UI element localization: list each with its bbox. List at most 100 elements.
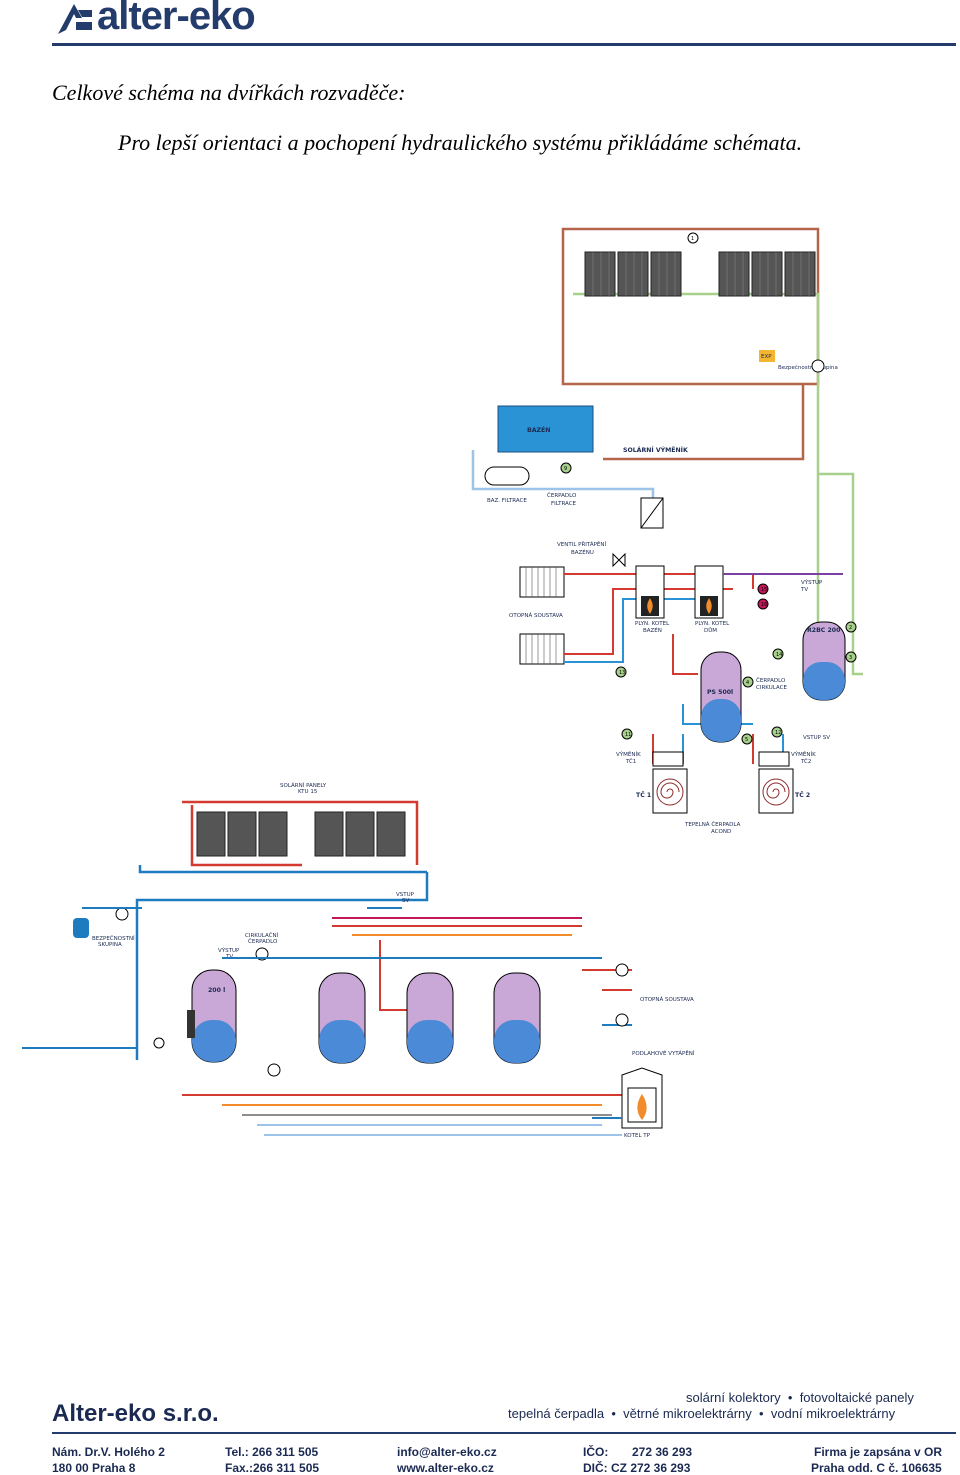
- hx-tc2-label-2: TČ2: [800, 758, 811, 765]
- tagline-item: tepelná čerpadla: [508, 1406, 605, 1421]
- gas-boiler-house-label-2: DŮM: [704, 627, 717, 634]
- solid-fuel-boiler-icon: [621, 1067, 663, 1129]
- component-number: 14: [776, 652, 782, 658]
- footer-divider: [52, 1432, 956, 1434]
- circ-pump-label-1: ČERPADLO: [756, 677, 786, 684]
- filtration-label: BAZ. FILTRACE: [487, 498, 527, 504]
- component-number: 15: [761, 587, 767, 593]
- sensor-icon: [615, 666, 627, 678]
- r2bc-label: R2BC 200: [807, 627, 841, 634]
- pool-valve-label-1: VENTIL PŘITÁPĚNÍ: [557, 540, 607, 548]
- gas-boiler-pool-label-1: PLYN. KOTEL: [635, 621, 670, 627]
- component-number: 12: [775, 730, 781, 736]
- component-number: 16: [761, 602, 767, 608]
- footer-address-2: 180 00 Praha 8: [52, 1461, 136, 1475]
- tank-buffer-1-icon: [318, 972, 366, 1064]
- tagline-item: větrné mikroelektrárny: [623, 1406, 752, 1421]
- component-number: 13: [619, 670, 625, 676]
- company-logo: alter-eko: [52, 0, 272, 40]
- pump-icon: [615, 963, 629, 977]
- hx-tc1-label-1: VÝMĚNÍK: [616, 750, 641, 758]
- tagline-item: vodní mikroelektrárny: [770, 1406, 896, 1421]
- sensor-icon: [845, 621, 857, 633]
- radiator-icon: [519, 633, 565, 665]
- filtration-pump-label-2: FILTRACE: [551, 501, 577, 507]
- hw-out-label-2: TV: [800, 587, 808, 593]
- bullet-icon: •: [784, 1390, 797, 1405]
- hx-tc1-label-2: TČ1: [625, 758, 636, 765]
- hydraulic-diagram-pool: 1 EXP Bezpečnostní skupina BAZÉN SOLÁRNÍ…: [471, 227, 863, 835]
- tc1-label: TČ 1: [636, 790, 651, 799]
- component-number: 9: [564, 466, 567, 472]
- heating-return-pipe: [564, 598, 723, 663]
- footer-registry-1: Firma je zapsána v OR: [814, 1445, 943, 1459]
- sensor-icon: [742, 676, 754, 688]
- tank-buffer-3-icon: [493, 972, 541, 1064]
- document-subtitle: Pro lepší orientaci a pochopení hydrauli…: [118, 130, 803, 155]
- gas-boiler-pool-icon: [635, 565, 665, 619]
- sensor-icon: [772, 648, 784, 660]
- circ-pump-label-2: CIRKULACE: [756, 685, 787, 691]
- r2bc-tank-lower: [803, 662, 845, 700]
- tank-200-icon: [187, 969, 237, 1063]
- boiler-label: KOTEL TP: [624, 1133, 651, 1139]
- heating-flow-pipe-2: [564, 588, 733, 655]
- solar-return-main: [135, 872, 429, 1060]
- sensor-icon: [771, 726, 783, 738]
- ps500-label: PS 500l: [707, 689, 733, 696]
- footer-dic: DIČ: CZ 272 36 293: [583, 1461, 691, 1475]
- heat-pumps-label-2: ACOND: [711, 829, 731, 835]
- solar-pipe-2: [190, 805, 302, 867]
- solar-pipe-right: [818, 472, 863, 676]
- filtration-pipe: [471, 450, 655, 526]
- sensor-icon: [741, 733, 753, 745]
- sensor-icon: [621, 728, 633, 740]
- footer-registry-2: Praha odd. C č. 106635: [811, 1461, 942, 1475]
- expansion-vessel-icon: [73, 918, 89, 938]
- hx-tc2-label-1: VÝMĚNÍK: [791, 750, 816, 758]
- sensor-icon: [845, 651, 857, 663]
- circ-pump-label-2: ČERPADLO: [248, 938, 278, 945]
- sensor-icon: [757, 583, 769, 595]
- filtration-pump-label-1: ČERPADLO: [547, 492, 577, 499]
- safety-group-label: Bezpečnostní skupina: [778, 364, 838, 371]
- company-name: Alter-eko s.r.o.: [52, 1400, 219, 1427]
- solar-panels-top-left: [584, 251, 682, 297]
- footer-ico-value: 272 36 293: [632, 1445, 693, 1459]
- heat-pumps-label-1: TEPELNÁ ČERPADLA: [684, 821, 741, 828]
- gas-boiler-house-icon: [694, 565, 724, 619]
- tagline-item: solární kolektory: [686, 1390, 781, 1405]
- tank-200-label: 200 l: [208, 987, 225, 994]
- heating-system-label: OTOPNÁ SOUSTAVA: [640, 996, 694, 1003]
- component-number: 1: [691, 236, 694, 242]
- solar-panels-house-icon: [196, 811, 406, 857]
- valve-icon: [612, 552, 626, 568]
- safety-group-label-2: SKUPINA: [98, 942, 122, 948]
- solar-return-pipe: [138, 865, 427, 874]
- pool-label: BAZÉN: [527, 425, 550, 434]
- hw-out-label-1: VÝSTUP: [801, 579, 823, 586]
- ps500-tank-lower: [701, 699, 741, 742]
- gas-boiler-house-label-1: PLYN. KOTEL: [695, 621, 730, 627]
- hydraulic-diagram-house: SOLÁRNÍ PANELY KTU 15 BEZPEČNOSTNÍ SKUPI…: [22, 782, 695, 1139]
- solar-flow-pipe: [182, 800, 419, 865]
- solar-exchanger-pipe: [603, 384, 805, 461]
- heating-system-label: OTOPNÁ SOUSTAVA: [509, 612, 563, 619]
- footer-email[interactable]: info@alter-eko.cz: [397, 1445, 497, 1459]
- pump-icon: [560, 462, 572, 474]
- bullet-icon: •: [755, 1406, 768, 1421]
- gas-boiler-pool-label-2: BAZÉN: [643, 626, 662, 634]
- component-number: 11: [625, 732, 631, 738]
- solar-panels-top-right: [718, 251, 816, 297]
- footer-web[interactable]: www.alter-eko.cz: [397, 1461, 494, 1475]
- component-number: 5: [745, 737, 748, 743]
- ps-flow-pipe: [672, 634, 698, 675]
- heat-pump-2-icon: [758, 751, 794, 814]
- sensor-icon: [757, 598, 769, 610]
- pump-icon: [267, 1063, 281, 1077]
- filtration-tank-icon: [484, 466, 530, 486]
- radiator-icon: [519, 566, 565, 598]
- footer-ico-label: IČO:: [583, 1445, 609, 1459]
- cw-in-label-2: SV: [402, 898, 409, 904]
- solar-panels-label-1: SOLÁRNÍ PANELY: [280, 782, 327, 789]
